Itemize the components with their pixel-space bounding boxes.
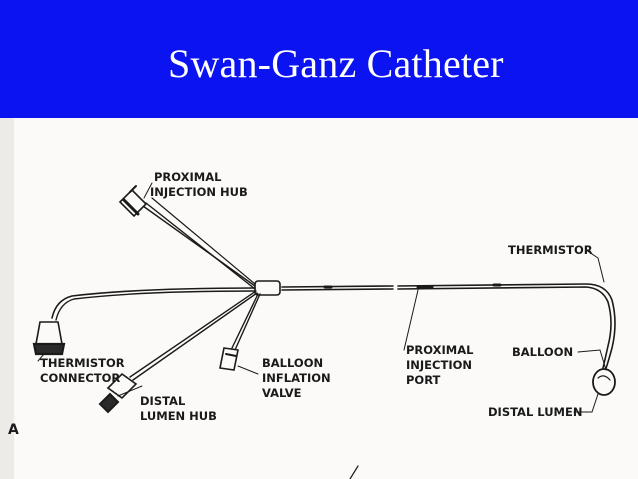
- balloon: [592, 368, 616, 396]
- leader-proximal-hub: [143, 182, 153, 199]
- label-balloon-inflation-valve-3: VALVE: [262, 386, 302, 400]
- thermistor-connector-lead: [51, 287, 256, 321]
- diagram-background: [0, 118, 638, 479]
- thermistor-connector: [32, 321, 66, 356]
- leader-proximal-port: [403, 289, 419, 351]
- swan-ganz-catheter-diagram: PROXIMAL INJECTION HUB THERMISTOR CONNEC…: [0, 118, 616, 479]
- catheter-hub: [254, 280, 281, 296]
- label-distal-lumen: DISTAL LUMEN: [488, 405, 582, 419]
- figure-letter: A: [8, 422, 19, 438]
- distal-lumen-hub: [98, 372, 138, 414]
- leader-thermistor: [585, 249, 605, 283]
- scan-artifact: [349, 465, 359, 479]
- label-thermistor-connector-2: CONNECTOR: [40, 371, 120, 385]
- balloon-inflation-line: [231, 293, 261, 351]
- slide-title: Swan-Ganz Catheter: [168, 41, 504, 86]
- catheter-body-left: [281, 285, 394, 291]
- catheter-body-right: [397, 283, 616, 374]
- leader-distal-lumen-hub: [117, 385, 143, 397]
- label-distal-lumen-hub-2: LUMEN HUB: [140, 409, 217, 423]
- scan-edge: [0, 118, 14, 479]
- label-proximal-injection-port-3: PORT: [406, 373, 441, 387]
- label-proximal-injection-hub-2: INJECTION HUB: [150, 185, 248, 199]
- leader-distal-lumen: [573, 393, 599, 413]
- balloon-inflation-valve: [219, 347, 239, 371]
- label-balloon: BALLOON: [512, 345, 573, 359]
- label-distal-lumen-hub-1: DISTAL: [140, 394, 186, 408]
- label-balloon-inflation-valve-2: INFLATION: [262, 371, 331, 385]
- proximal-injection-hub: [118, 185, 148, 218]
- label-proximal-injection-port-1: PROXIMAL: [406, 343, 474, 357]
- distal-lumen-line: [129, 290, 258, 381]
- leader-balloon-valve: [237, 365, 259, 375]
- balloon-highlight: [597, 375, 611, 381]
- leader-thermistor-connector: [37, 353, 45, 362]
- title-bar: Swan-Ganz Catheter: [0, 0, 638, 118]
- label-thermistor: THERMISTOR: [508, 243, 593, 257]
- label-proximal-injection-hub-1: PROXIMAL: [154, 170, 222, 184]
- label-balloon-inflation-valve-1: BALLOON: [262, 356, 323, 370]
- label-proximal-injection-port-2: INJECTION: [406, 358, 472, 372]
- label-thermistor-connector-1: THERMISTOR: [40, 356, 125, 370]
- proximal-injection-lumen: [142, 197, 256, 290]
- leader-balloon: [577, 349, 607, 371]
